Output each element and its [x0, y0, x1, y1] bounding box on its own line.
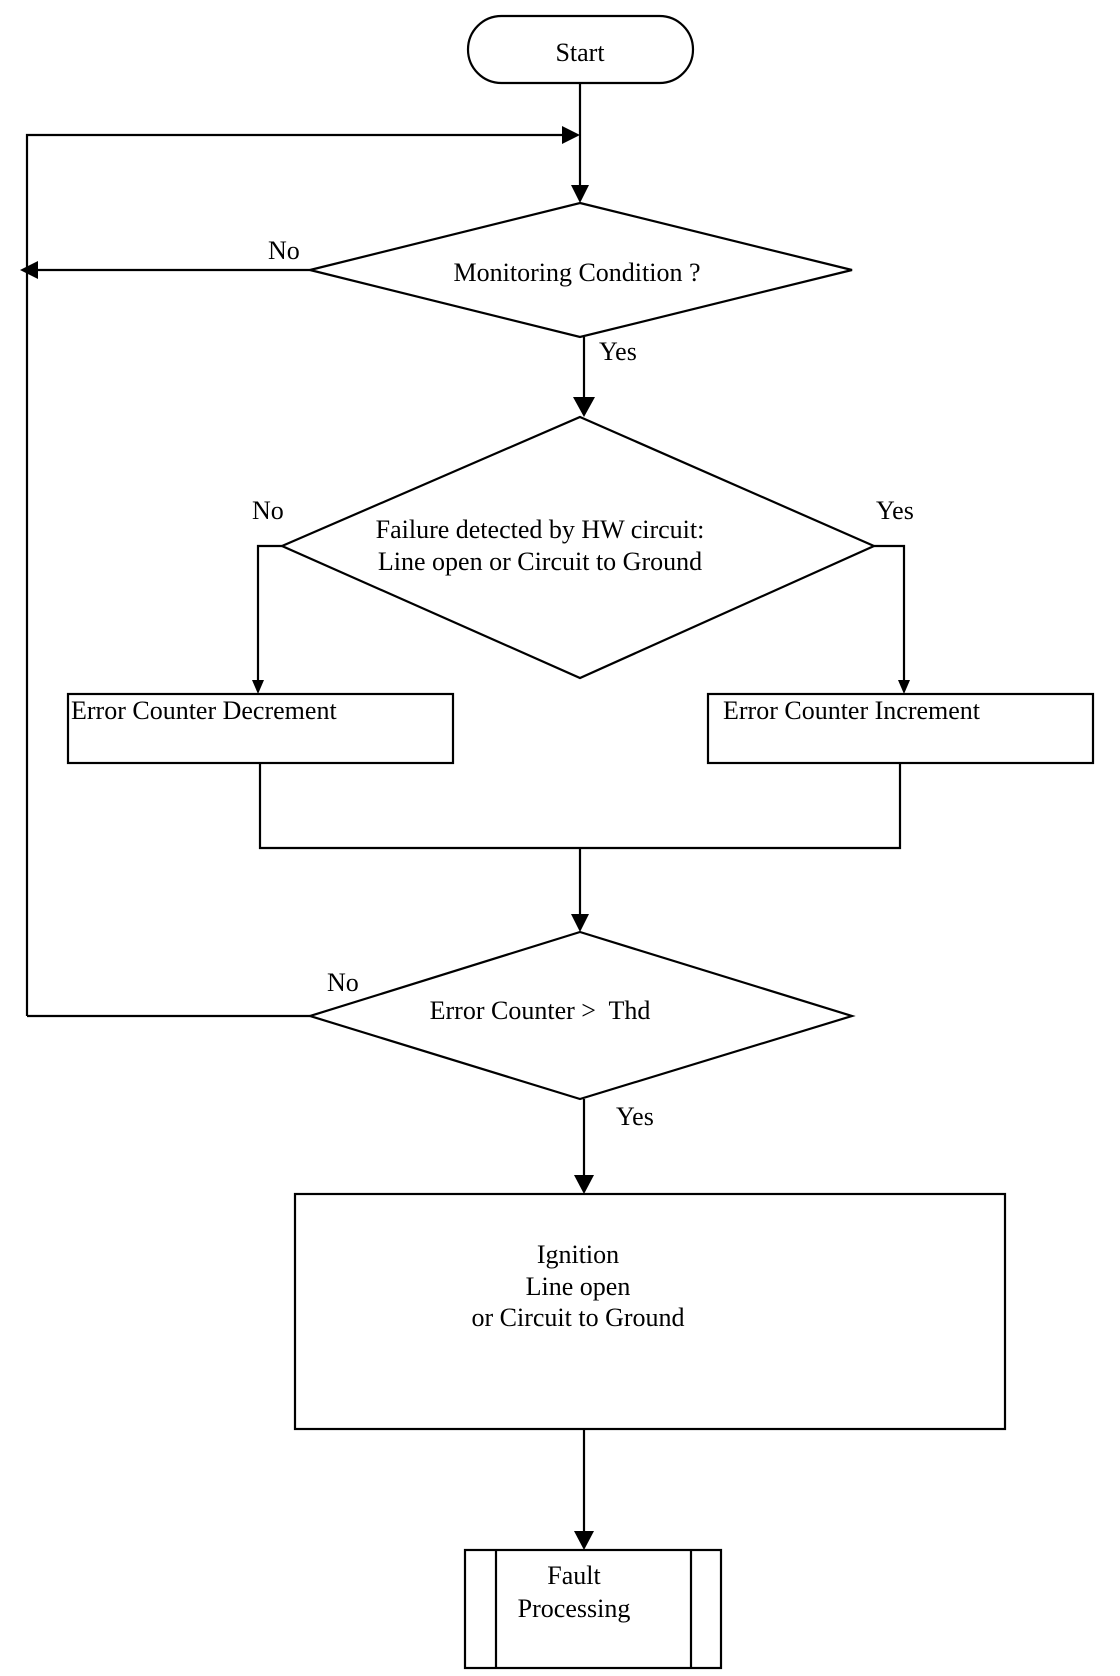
decision-error-counter-threshold[interactable]: Error Counter > Thd: [306, 930, 856, 1101]
decision-failure-label-line1: Failure detected by HW circuit:: [376, 515, 705, 544]
decision-failure-label-line2: Line open or Circuit to Ground: [378, 547, 702, 576]
start-label: Start: [555, 38, 605, 67]
edge-monitoring-yes: Yes: [573, 337, 637, 417]
edge-failure-yes: Yes: [874, 496, 914, 694]
edge-threshold-yes: Yes: [574, 1099, 654, 1194]
edge-label-failure-no: No: [252, 496, 284, 525]
edge-ignition-to-fault-processing: [574, 1429, 594, 1550]
process-ignition-fault[interactable]: Ignition Line open or Circuit to Ground: [293, 1192, 1007, 1431]
edge-start-to-monitoring: [571, 83, 589, 203]
subprocess-fault-processing[interactable]: Fault Processing: [463, 1548, 723, 1670]
edge-loop-return: [25, 126, 580, 1016]
process-decrement-label: Error Counter Decrement: [71, 696, 337, 725]
decision-threshold-label: Error Counter > Thd: [430, 996, 651, 1025]
edge-threshold-no: No: [27, 968, 359, 1018]
edge-label-monitoring-no: No: [268, 236, 300, 265]
process-ignition-label-line1: Ignition: [537, 1240, 619, 1269]
decision-failure-detected[interactable]: Failure detected by HW circuit: Line ope…: [279, 415, 877, 680]
edge-label-monitoring-yes: Yes: [599, 337, 637, 366]
subprocess-fault-label-line1: Fault: [547, 1561, 601, 1590]
process-error-counter-decrement[interactable]: Error Counter Decrement: [66, 692, 455, 765]
process-error-counter-increment[interactable]: Error Counter Increment: [706, 692, 1095, 765]
process-ignition-label-line2: Line open: [526, 1272, 631, 1301]
start-node[interactable]: Start: [466, 14, 695, 85]
process-increment-label: Error Counter Increment: [723, 696, 981, 725]
edge-label-failure-yes: Yes: [876, 496, 914, 525]
process-ignition-label-line3: or Circuit to Ground: [471, 1303, 684, 1332]
edge-label-threshold-no: No: [327, 968, 359, 997]
decision-monitoring-label: Monitoring Condition ?: [454, 258, 701, 287]
edge-merge-to-threshold: [258, 763, 902, 932]
edge-monitoring-no: No: [20, 236, 310, 279]
edge-failure-no: No: [252, 496, 284, 694]
subprocess-fault-label-line2: Processing: [518, 1594, 631, 1623]
decision-monitoring-condition[interactable]: Monitoring Condition ?: [309, 201, 853, 339]
edge-label-threshold-yes: Yes: [616, 1102, 654, 1131]
